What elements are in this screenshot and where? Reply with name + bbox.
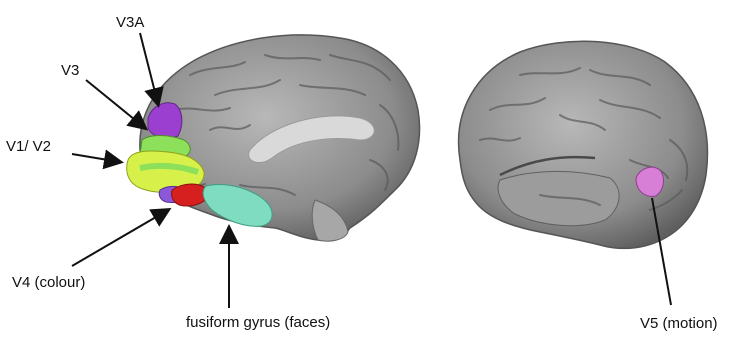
v3-arrow [86, 80, 145, 128]
fusiform-label: fusiform gyrus (faces) [186, 314, 331, 331]
v4-label: V4 (colour) [12, 274, 85, 291]
v3-label: V3 [61, 62, 79, 79]
v1v2-label: V1/ V2 [6, 138, 51, 155]
v5-label: V5 (motion) [640, 315, 718, 332]
v3a-arrow [140, 33, 158, 104]
v3a-label: V3A [116, 14, 144, 31]
medial-brain-view [127, 35, 420, 241]
v4-arrow [72, 210, 168, 266]
lateral-brain-view [459, 41, 708, 248]
v1v2-arrow [72, 154, 120, 162]
